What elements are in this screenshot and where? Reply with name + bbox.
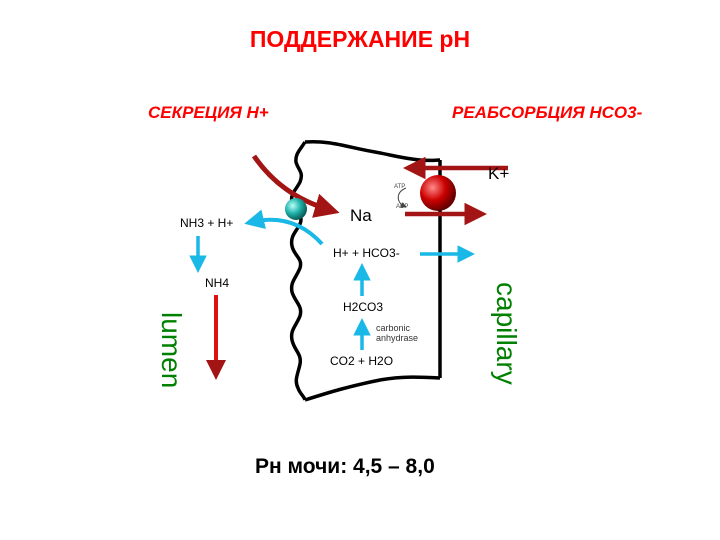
na-label: Na <box>350 206 372 225</box>
cell-bottom-boundary <box>304 375 441 402</box>
nh4-label: NH4 <box>205 276 230 290</box>
na-k-pump-sphere <box>420 175 456 211</box>
co2-h2o-label: CO2 + H2O <box>330 354 394 368</box>
apical-membrane <box>289 141 307 401</box>
sodium-in-arrow <box>251 154 340 218</box>
page-title: ПОДДЕРЖАНИЕ рН <box>249 26 471 52</box>
h-hco3-label: H+ + HCO3- <box>333 246 400 260</box>
adp-label: ADP <box>396 204 409 210</box>
atp-label: ATP <box>394 184 406 190</box>
na-h-exchanger-sphere <box>285 198 307 220</box>
urine-ph-range: Рн мочи: 4,5 – 8,0 <box>255 455 435 478</box>
cell-top-boundary <box>304 139 441 163</box>
subtitle-hco3-reabsorption: РЕАБСОРБЦИЯ НСО3- <box>452 103 643 122</box>
lumen-label: lumen <box>156 312 187 389</box>
atp-hydrolysis-arrow <box>397 187 407 208</box>
proton-secretion-arrow <box>244 209 324 246</box>
subtitle-h-secretion: СЕКРЕЦИЯ Н+ <box>148 103 269 122</box>
k-label: K+ <box>488 164 510 183</box>
h2co3-label: H2CO3 <box>343 300 384 314</box>
nh3-h-label: NH3 + H+ <box>180 216 234 230</box>
capillary-label: capillary <box>491 282 522 385</box>
carbonic-anhydrase-label: carbonic anhydrase <box>376 323 419 343</box>
